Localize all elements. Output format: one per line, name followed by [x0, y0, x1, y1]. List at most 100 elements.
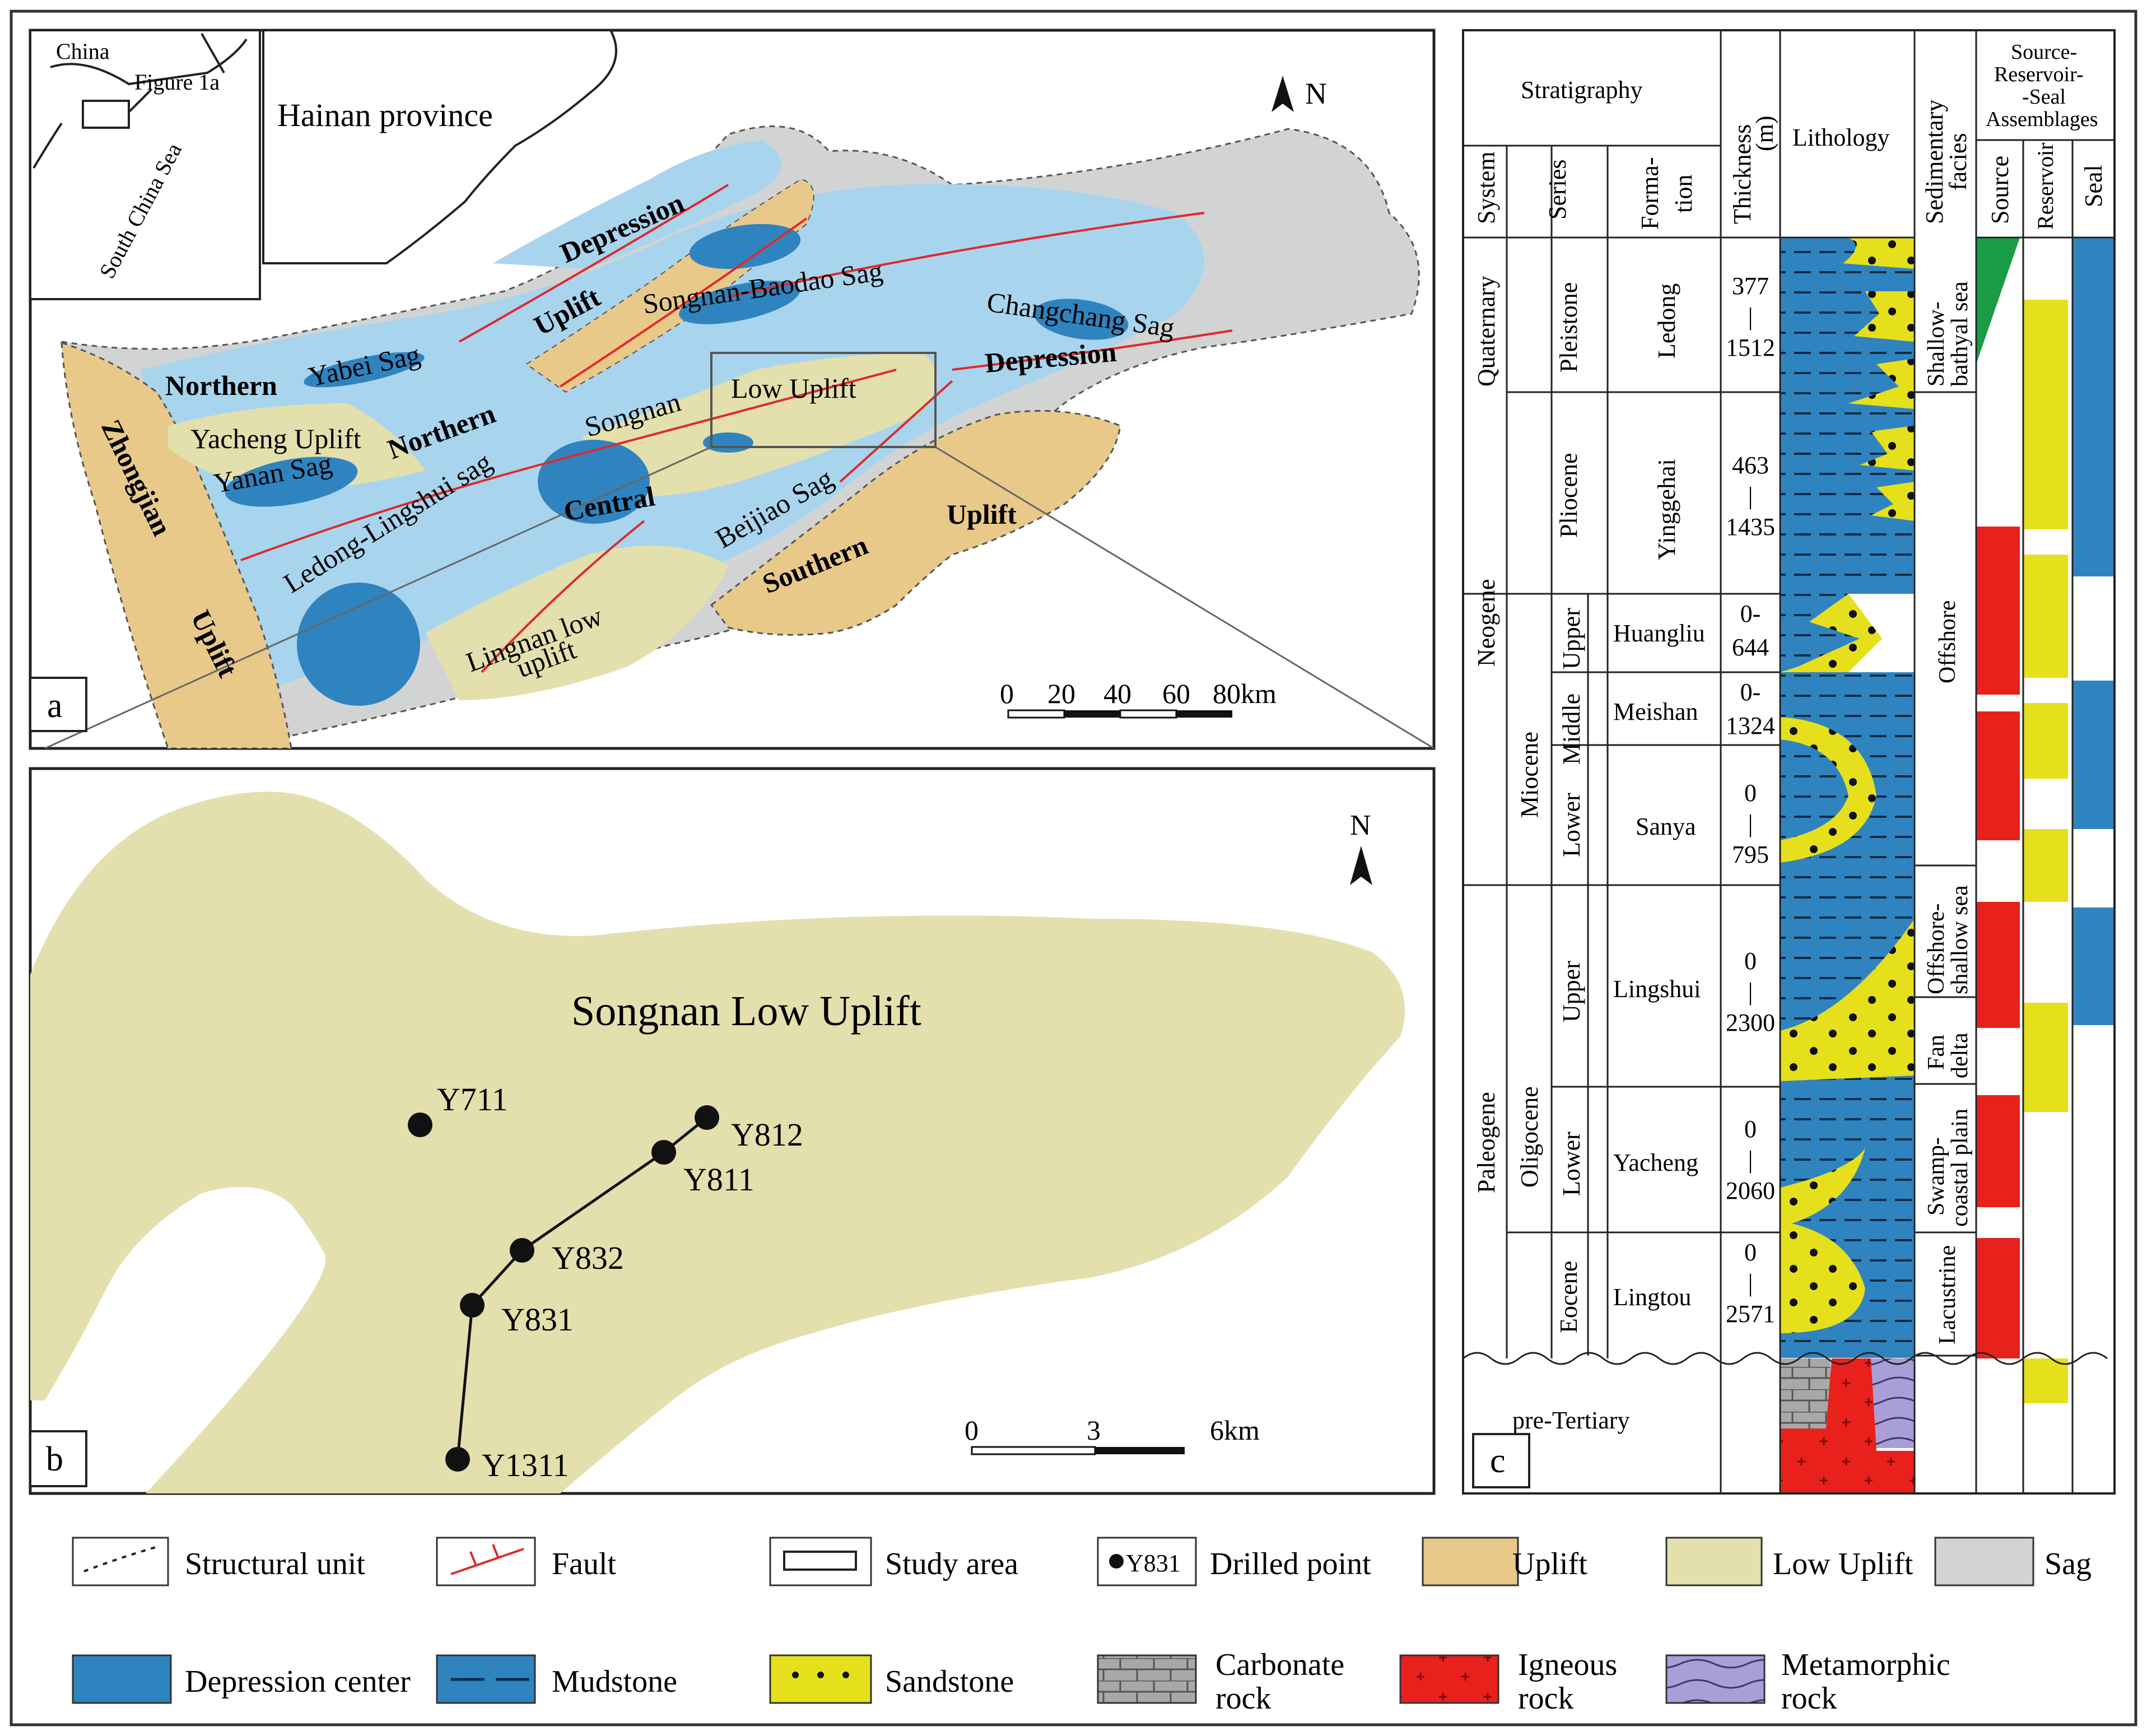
legend-label-carbonate-1: Carbonate: [1215, 1647, 1344, 1682]
header-source: Source: [1986, 156, 2014, 224]
songnan-baodao-center-2: [679, 281, 800, 324]
facies-fan-delta-2: delta: [1947, 1032, 1973, 1078]
yabei-center: [304, 352, 425, 388]
legend-swatch-igneous: [1399, 1654, 1499, 1704]
legend-label-igneous-2: rock: [1518, 1681, 1574, 1716]
changchang-center: [1033, 299, 1129, 340]
lingnan-low-uplift: [426, 546, 728, 700]
thickness-lingshui-min: 0: [1744, 947, 1757, 975]
well-marker-y711: [408, 1113, 432, 1137]
legend-swatch-sag: [1934, 1537, 2034, 1586]
scale-a-tick-20: 20: [1047, 678, 1075, 709]
header-assemblages-2: Reservoir-: [1994, 63, 2084, 86]
well-marker-y812: [695, 1105, 719, 1130]
header-assemblages-1: Source-: [2011, 40, 2077, 64]
well-label-y1311: Y1311: [482, 1447, 569, 1483]
subseries-oligocene-lower: Lower: [1558, 1132, 1585, 1196]
thickness-ledong-sep: |: [1748, 303, 1753, 331]
facies-fan-delta-1: Fan: [1924, 1035, 1949, 1070]
thickness-sanya-sep: |: [1748, 810, 1753, 837]
legend-swatch-sandstone: [769, 1654, 872, 1704]
inset-figure-label: Figure 1a: [134, 69, 220, 95]
well-label-y811: Y811: [683, 1161, 755, 1198]
legend-label-fault: Fault: [552, 1547, 617, 1581]
formation-lingtou: Lingtou: [1613, 1283, 1691, 1311]
facies-swamp-2: coastal plain: [1947, 1109, 1973, 1227]
well-label-y812: Y812: [731, 1116, 803, 1153]
songnan-baodao-center-1: [689, 224, 801, 269]
legend-swatch-metamorphic: [1665, 1654, 1766, 1704]
well-marker-y1311: [445, 1447, 470, 1472]
legend-label-study-area: Study area: [885, 1547, 1018, 1581]
subseries-miocene-lower: Lower: [1558, 793, 1585, 857]
subseries-miocene-middle: Middle: [1558, 694, 1585, 765]
thickness-yinggehai-min: 463: [1732, 452, 1769, 479]
legend-swatch-structural-unit: [72, 1537, 169, 1586]
thickness-sanya-min: 0: [1744, 779, 1757, 807]
subseries-oligocene-upper: Upper: [1558, 961, 1585, 1022]
series-pliocene: Pliocene: [1555, 453, 1582, 538]
figure-frame: [10, 10, 2137, 1726]
unit-label-yacheng-uplift: Yacheng Uplift: [190, 423, 361, 454]
reservoir-column: [2023, 300, 2068, 1403]
ledong-center-1: [538, 440, 650, 524]
system-paleogene: Paleogene: [1473, 1092, 1500, 1193]
legend-label-uplift: Uplift: [1512, 1547, 1587, 1581]
scale-a-tick-40: 40: [1103, 678, 1131, 709]
header-system: System: [1473, 151, 1500, 224]
legend-label-low-uplift: Low Uplift: [1773, 1547, 1913, 1581]
legend-label-depression-center: Depression center: [185, 1664, 411, 1699]
panel-a-map: China Figure 1a South China Sea N Hainan…: [29, 29, 1436, 750]
yanan-center: [225, 457, 358, 507]
scale-b-tick-3: 3: [1087, 1414, 1101, 1446]
inset-china-label: China: [56, 39, 110, 64]
header-facies-2: facies: [1944, 133, 1972, 190]
panel-a-label: a: [47, 687, 63, 725]
thickness-yinggehai-sep: |: [1748, 482, 1753, 510]
facies-offshore-shallow-2: shallow sea: [1947, 885, 1973, 994]
unit-label-northern: Northern: [165, 370, 277, 401]
legend-symbol-drilled-point: Y831: [1126, 1549, 1181, 1577]
depression-band-north: [493, 140, 781, 269]
stratigraphy-grid: [1462, 29, 2116, 1495]
legend-swatch-depression-center: [72, 1654, 172, 1704]
facies-swamp-1: Swamp-: [1924, 1137, 1949, 1216]
lithology-column: [1780, 238, 1915, 1493]
series-eocene: Eocene: [1555, 1261, 1582, 1333]
well-marker-y832: [510, 1238, 534, 1263]
panel-b-label: b: [46, 1440, 63, 1478]
header-formation-2: tion: [1670, 175, 1697, 213]
thickness-yacheng-min: 0: [1744, 1115, 1757, 1143]
header-facies-1: Sedimentary: [1921, 100, 1948, 224]
header-thickness-2: (m): [1751, 115, 1778, 151]
header-series: Series: [1544, 159, 1571, 220]
well-marker-y831: [460, 1293, 485, 1318]
formation-lingshui: Lingshui: [1613, 975, 1701, 1003]
facies-shallow-bathyal-2: bathyal sea: [1947, 281, 1973, 387]
panel-a-label-box: [29, 677, 87, 732]
header-lithology: Lithology: [1792, 124, 1890, 151]
north-arrow-b: N: [1350, 809, 1372, 885]
well-label-y832: Y832: [552, 1240, 624, 1276]
scale-b-tick-6: 6km: [1210, 1414, 1260, 1446]
thickness-sanya-max: 795: [1732, 841, 1769, 868]
thickness-yacheng-sep: |: [1748, 1146, 1753, 1174]
thickness-lingtou-sep: |: [1748, 1269, 1753, 1297]
thickness-lingshui-max: 2300: [1726, 1009, 1775, 1036]
study-area-rectangle: [710, 352, 937, 448]
facies-offshore: Offshore: [1935, 600, 1960, 683]
formation-ledong: Ledong: [1653, 283, 1680, 359]
subseries-miocene-upper: Upper: [1558, 608, 1585, 669]
header-assemblages-3: -Seal: [2022, 85, 2066, 109]
thickness-lingtou-max: 2571: [1726, 1300, 1775, 1328]
songnan-low-uplift-area: [30, 792, 1405, 1493]
north-arrow-a: N: [1272, 76, 1327, 112]
yacheng-uplift: [168, 403, 426, 493]
panel-c-column: Stratigraphy System Series Forma- tion T…: [1462, 29, 2116, 1495]
ledong-center-2: [297, 583, 420, 706]
legend-label-sag: Sag: [2044, 1547, 2092, 1581]
system-quaternary: Quaternary: [1473, 276, 1500, 387]
thickness-huangliu-min: 0-: [1740, 600, 1761, 627]
legend-label-carbonate-2: rock: [1215, 1681, 1272, 1716]
